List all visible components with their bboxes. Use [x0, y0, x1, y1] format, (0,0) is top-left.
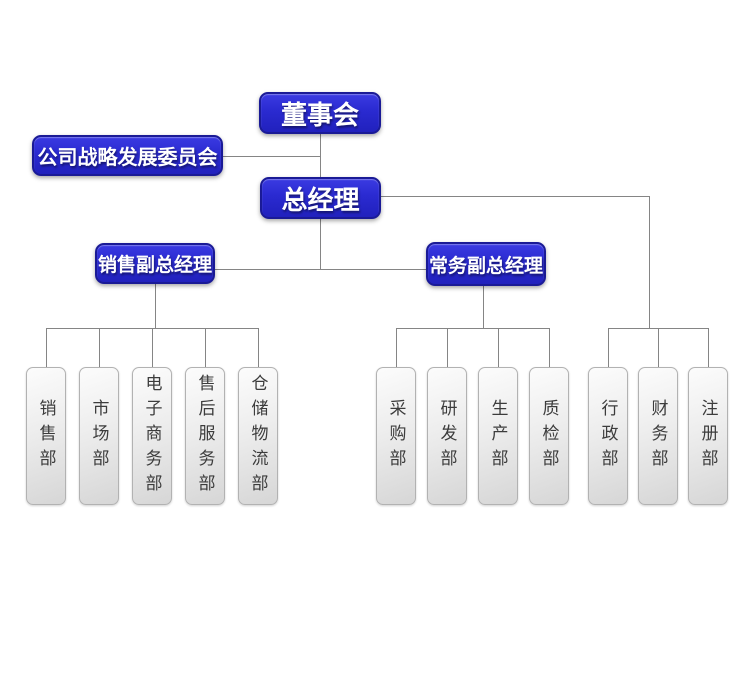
connector-gm-down — [320, 218, 321, 269]
dept-label: 售后服务部 — [195, 373, 215, 499]
node-executive-deputy-gm: 常务副总经理 — [426, 242, 546, 286]
node-label: 董事会 — [280, 99, 359, 130]
connector-drop — [152, 328, 153, 367]
dept-label: 市场部 — [89, 398, 109, 474]
dept-label: 销售部 — [36, 398, 56, 474]
dept-label: 采购部 — [386, 398, 406, 474]
node-label: 常务副总经理 — [428, 255, 543, 277]
dept-label: 电子商务部 — [142, 373, 162, 499]
connector-drop — [396, 328, 397, 367]
dept-label: 注册部 — [698, 398, 718, 474]
connector-drop — [205, 328, 206, 367]
dept-ecommerce: 电子商务部 — [132, 367, 172, 505]
dept-label: 生产部 — [488, 398, 508, 474]
dept-registration: 注册部 — [688, 367, 728, 505]
dept-finance: 财务部 — [638, 367, 678, 505]
connector-board-to-gm — [320, 133, 321, 177]
dept-quality-inspection: 质检部 — [529, 367, 569, 505]
connector-salesvp-down — [155, 284, 156, 328]
dept-label: 质检部 — [539, 398, 559, 474]
connector-execvp-down — [483, 286, 484, 328]
connector-bus-exec-group — [396, 328, 550, 329]
node-board-of-directors: 董事会 — [259, 92, 381, 134]
dept-marketing: 市场部 — [79, 367, 119, 505]
dept-label: 研发部 — [437, 398, 457, 474]
node-label: 公司战略发展委员会 — [37, 147, 218, 169]
node-label: 总经理 — [281, 184, 360, 215]
dept-label: 仓储物流部 — [248, 373, 268, 499]
dept-label: 行政部 — [598, 398, 618, 474]
connector-drop — [708, 328, 709, 367]
dept-label: 财务部 — [648, 398, 668, 474]
connector-drop — [99, 328, 100, 367]
connector-right-down — [649, 196, 650, 328]
node-general-manager: 总经理 — [260, 177, 381, 219]
connector-drop — [549, 328, 550, 367]
dept-sales: 销售部 — [26, 367, 66, 505]
connector-drop — [498, 328, 499, 367]
connector-drop — [258, 328, 259, 367]
connector-committee-branch — [223, 156, 321, 157]
dept-production: 生产部 — [478, 367, 518, 505]
connector-drop — [658, 328, 659, 367]
node-strategy-committee: 公司战略发展委员会 — [32, 135, 223, 176]
dept-administration: 行政部 — [588, 367, 628, 505]
connector-drop — [447, 328, 448, 367]
node-sales-deputy-gm: 销售副总经理 — [95, 243, 215, 284]
connector-gm-right-branch — [381, 196, 650, 197]
connector-deputies-crossbar — [215, 269, 426, 270]
connector-drop — [46, 328, 47, 367]
connector-drop — [608, 328, 609, 367]
dept-purchasing: 采购部 — [376, 367, 416, 505]
dept-after-sales-service: 售后服务部 — [185, 367, 225, 505]
node-label: 销售副总经理 — [97, 255, 212, 276]
dept-warehouse-logistics: 仓储物流部 — [238, 367, 278, 505]
dept-research-development: 研发部 — [427, 367, 467, 505]
